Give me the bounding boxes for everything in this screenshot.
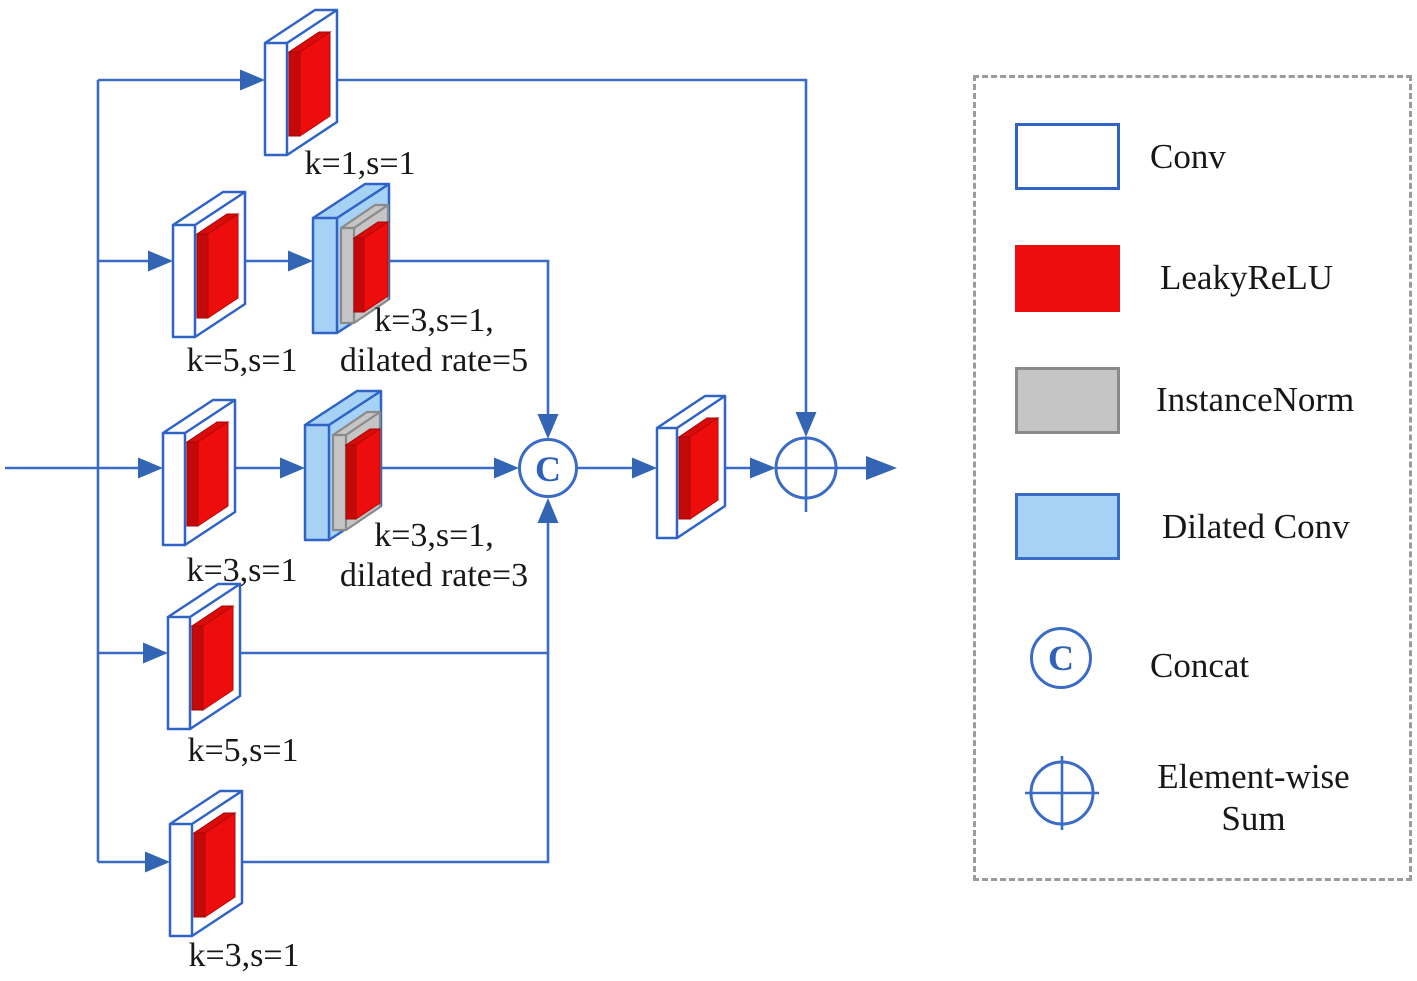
- leakyrelu-front-face: [689, 417, 719, 520]
- legend-sum-cross: [1025, 756, 1099, 830]
- legend-conv-swatch: [1015, 123, 1120, 190]
- legend-leakyrelu-label: LeakyReLU: [1160, 258, 1333, 297]
- leakyrelu-left-face: [186, 441, 199, 527]
- branch5-out-line: [215, 523, 550, 864]
- concat-symbol: C: [535, 449, 561, 489]
- branch2-conv-block: [171, 190, 247, 339]
- branch3-conv-block: [161, 398, 237, 547]
- legend-box: [973, 75, 1412, 881]
- sum-cross: [776, 438, 836, 512]
- branch5-conv-block: [168, 789, 244, 938]
- branch4-conv-label: k=5,s=1: [187, 732, 299, 769]
- leakyrelu-left-face: [193, 832, 206, 918]
- leakyrelu-front-face: [202, 605, 234, 711]
- branch2-dilated-label-line1: k=3,s=1,: [374, 302, 494, 339]
- bottom-to-concat-arrowhead: [537, 498, 559, 523]
- element-wise-sum-node: [774, 436, 838, 512]
- branch2-conv-label: k=5,s=1: [186, 342, 298, 379]
- leakyrelu-left-face: [345, 444, 357, 520]
- leakyrelu-left-face: [196, 233, 209, 319]
- legend-sum-label: Element-wise Sum: [1151, 756, 1356, 840]
- legend-concat-label: Concat: [1150, 646, 1250, 685]
- branch4-conv-block: [166, 582, 242, 731]
- branch4-arrowhead: [143, 642, 168, 664]
- legend-concat-icon: C: [1030, 627, 1092, 689]
- skip-to-sum-arrowhead: [795, 412, 817, 437]
- branch1-conv-block: [263, 8, 339, 157]
- legend-instancenorm-label: InstanceNorm: [1156, 380, 1355, 419]
- branch3-dilated-label: k=3,s=1, dilated rate=3: [340, 516, 528, 596]
- leakyrelu-front-face: [207, 213, 239, 319]
- branch1-arrowhead: [240, 69, 265, 91]
- branch2-to-concat-arrowhead: [537, 414, 559, 439]
- legend-dilatedconv-swatch: [1015, 493, 1120, 560]
- branch2-dilated-conv-block: [311, 182, 391, 335]
- concat-node: C: [518, 438, 578, 498]
- branch2-mid-arrowhead: [288, 250, 313, 272]
- leakyrelu-front-face: [355, 428, 381, 520]
- branch3-dilated-label-line2: dilated rate=3: [339, 557, 529, 594]
- leakyrelu-front-face: [197, 421, 229, 527]
- leakyrelu-left-face: [678, 436, 691, 520]
- legend-sum-label-line2: Sum: [1221, 799, 1286, 838]
- final-conv-block: [655, 394, 727, 540]
- input-arrowhead: [138, 457, 163, 479]
- concat-icon: [518, 438, 578, 498]
- branch3-conv-label: k=3,s=1: [186, 552, 298, 589]
- branch3-mid-arrowhead: [280, 457, 305, 479]
- concat-to-conv-arrowhead: [632, 457, 657, 479]
- legend-conv-label: Conv: [1150, 137, 1226, 176]
- branch3-to-concat-arrowhead: [494, 457, 519, 479]
- leakyrelu-front-face: [204, 812, 236, 918]
- output-arrowhead: [866, 456, 897, 480]
- branch1-conv-label: k=1,s=1: [304, 145, 416, 182]
- branch3-dilated-conv-block: [303, 389, 383, 542]
- branch1-skip-line: [310, 78, 808, 412]
- legend-leakyrelu-swatch: [1015, 245, 1120, 312]
- legend-sum-label-line1: Element-wise: [1157, 757, 1350, 796]
- branch2-arrowhead: [148, 250, 173, 272]
- legend-sum-icon: [1025, 756, 1099, 830]
- branch5-conv-label: k=3,s=1: [188, 937, 300, 974]
- branch2-out-line: [370, 259, 550, 414]
- leakyrelu-left-face: [191, 625, 204, 711]
- legend-dilatedconv-label: Dilated Conv: [1162, 507, 1350, 546]
- leakyrelu-front-face: [363, 221, 389, 313]
- conv-to-sum-arrowhead: [750, 457, 776, 479]
- branch3-dilated-label-line1: k=3,s=1,: [374, 517, 494, 554]
- leakyrelu-left-face: [288, 51, 301, 137]
- legend-instancenorm-swatch: [1015, 367, 1120, 434]
- branch5-arrowhead: [145, 851, 170, 873]
- branch2-dilated-label-line2: dilated rate=5: [339, 342, 529, 379]
- branch2-dilated-label: k=3,s=1, dilated rate=5: [340, 301, 528, 381]
- leakyrelu-front-face: [299, 31, 331, 137]
- legend-concat-symbol: C: [1048, 638, 1074, 678]
